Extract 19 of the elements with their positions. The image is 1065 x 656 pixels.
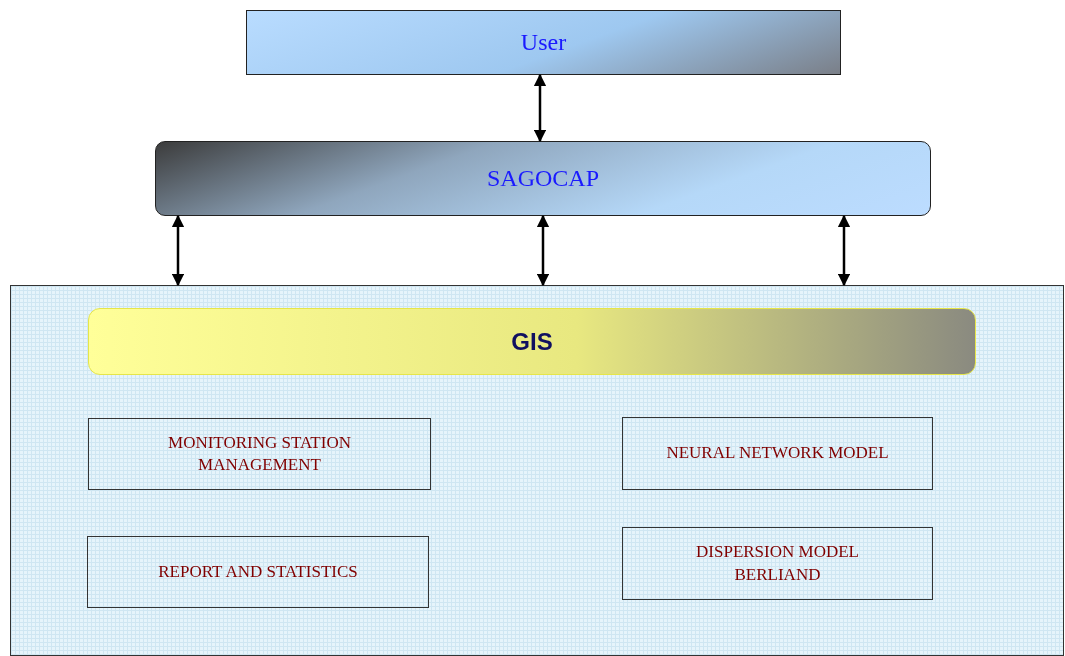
- module-box: [622, 527, 933, 600]
- node-label: NEURAL NETWORK MODEL: [666, 442, 889, 465]
- system-box: [155, 141, 931, 216]
- module-box: [622, 417, 933, 490]
- node-label: MONITORING STATION MANAGEMENT: [167, 431, 352, 476]
- node-label: SAGOCAP: [487, 165, 599, 192]
- module-box: [88, 418, 431, 490]
- double-arrow: [837, 214, 851, 287]
- node-label: DISPERSION MODEL BERLIAND: [695, 541, 860, 586]
- node-label: User: [520, 29, 567, 56]
- gis-bar: [88, 308, 976, 375]
- double-arrow: [533, 73, 547, 143]
- actor-box: [246, 10, 841, 75]
- module-box: [87, 536, 429, 608]
- container-panel: [10, 285, 1064, 656]
- double-arrow: [536, 214, 550, 287]
- double-arrow: [171, 214, 185, 287]
- node-label: GIS: [511, 327, 553, 356]
- node-label: REPORT AND STATISTICS: [158, 560, 358, 583]
